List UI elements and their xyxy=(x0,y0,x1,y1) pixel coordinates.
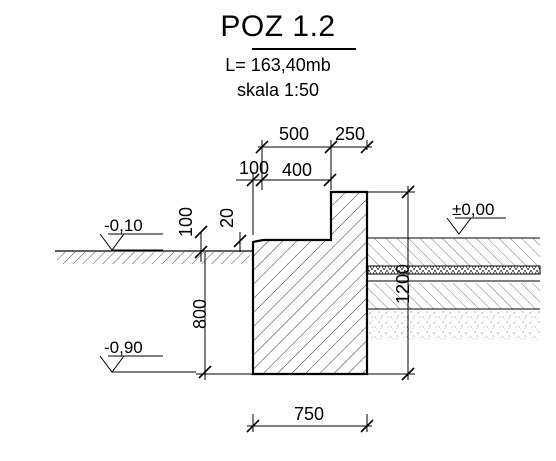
level-markers xyxy=(99,217,506,373)
title-underline xyxy=(252,48,356,50)
dim-top-500: 500 xyxy=(279,124,309,144)
foundation-section xyxy=(251,190,369,376)
floor-layers xyxy=(367,237,541,341)
dimension-lines xyxy=(194,140,415,433)
level-foundation: -0,90 xyxy=(104,338,143,357)
level-floor: ±0,00 xyxy=(452,200,494,219)
title-text: POZ 1.2 xyxy=(220,10,336,43)
dim-top-250: 250 xyxy=(335,124,365,144)
drawing-scale: skala 1:50 xyxy=(236,80,320,100)
drawing-title: POZ 1.2 xyxy=(0,10,556,44)
level-ground-left: -0,10 xyxy=(104,216,143,235)
dim-height-100: 100 xyxy=(176,207,196,237)
dim-base-750: 750 xyxy=(294,404,324,424)
dim-height-1200: 1200 xyxy=(393,264,413,304)
ground-left xyxy=(55,250,252,264)
dim-height-800: 800 xyxy=(190,299,210,329)
dim-offset-400: 400 xyxy=(282,160,312,180)
dim-offset-100: 100 xyxy=(239,158,269,178)
drawing-length: L= 163,40mb xyxy=(225,55,331,75)
dim-height-20: 20 xyxy=(217,208,237,228)
